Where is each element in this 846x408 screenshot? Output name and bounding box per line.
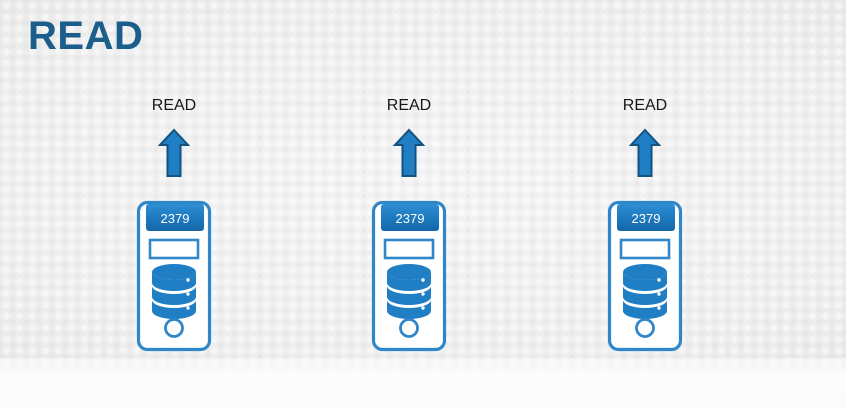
server-container: 2379 — [565, 178, 725, 352]
port-badge: 2379 — [381, 204, 439, 231]
drive-slot — [383, 238, 435, 260]
arrow-container — [565, 116, 725, 178]
drive-slot — [619, 238, 671, 260]
database-cylinder-icon — [152, 264, 196, 319]
flow-label: READ — [622, 97, 668, 114]
flow-label: READ — [386, 97, 432, 114]
port-badge-label: 2379 — [632, 211, 661, 226]
drive-slot — [148, 238, 200, 260]
bottom-band — [0, 358, 846, 408]
arrow-up-icon — [629, 128, 661, 177]
node-group: READ 2379 — [565, 96, 725, 352]
arrow-container — [94, 116, 254, 178]
flow-label: READ — [151, 97, 197, 114]
database-cylinder-icon — [387, 264, 431, 319]
node-group: READ 2379 — [94, 96, 254, 352]
power-button-icon — [635, 318, 655, 338]
server-container: 2379 — [94, 178, 254, 352]
server-tower-icon: 2379 — [607, 200, 683, 352]
arrow-container — [329, 116, 489, 178]
port-badge-label: 2379 — [161, 211, 190, 226]
port-badge-label: 2379 — [396, 211, 425, 226]
power-button-icon — [399, 318, 419, 338]
server-tower-icon: 2379 — [371, 200, 447, 352]
node-group: READ 2379 — [329, 96, 489, 352]
server-container: 2379 — [329, 178, 489, 352]
power-button-icon — [164, 318, 184, 338]
server-tower-icon: 2379 — [136, 200, 212, 352]
port-badge: 2379 — [617, 204, 675, 231]
database-cylinder-icon — [623, 264, 667, 319]
arrow-up-icon — [393, 128, 425, 177]
port-badge: 2379 — [146, 204, 204, 231]
arrow-up-icon — [158, 128, 190, 177]
page-title: READ — [28, 14, 144, 58]
